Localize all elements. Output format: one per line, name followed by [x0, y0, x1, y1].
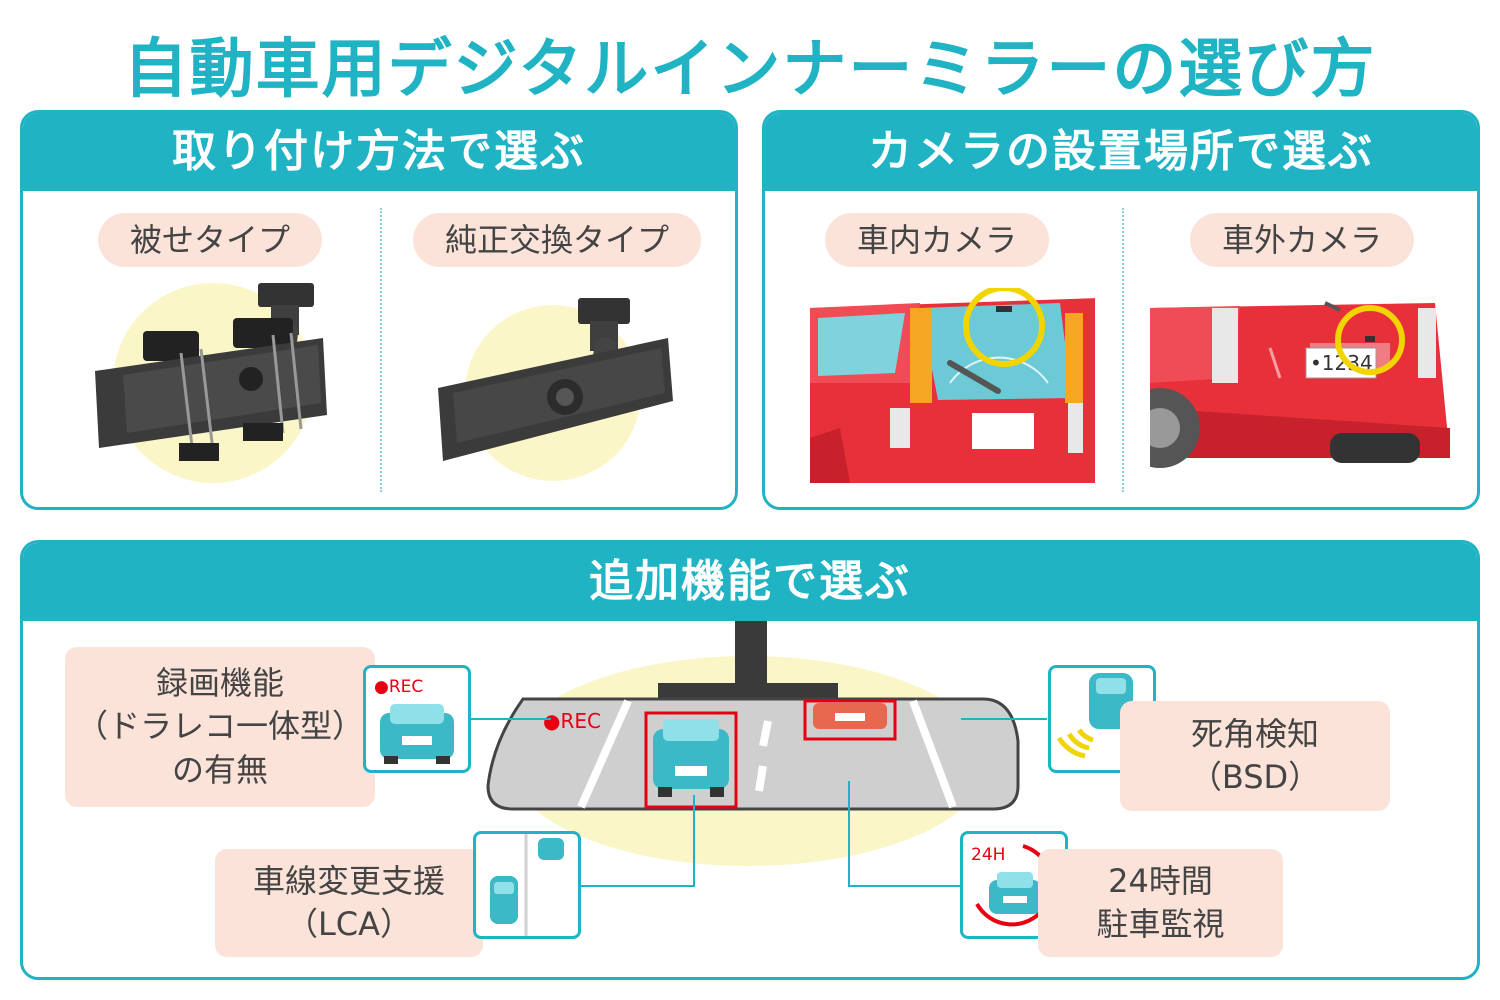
function-text: （LCA）	[285, 905, 413, 943]
page-title: 自動車用デジタルインナーミラーの選び方	[123, 33, 1377, 107]
type-label-overlay: 被せタイプ	[98, 213, 322, 267]
divider	[1122, 208, 1124, 492]
type-label-exterior-camera: 車外カメラ	[1190, 213, 1414, 267]
connector-line	[961, 718, 1047, 720]
function-text: の有無	[171, 750, 268, 789]
function-label-bsd: 死角検知 （BSD）	[1120, 701, 1390, 811]
function-text: （BSD）	[1189, 758, 1321, 796]
rec-indicator: ●REC	[543, 709, 601, 733]
panel-additional-functions: 追加機能で選ぶ ●REC 録画機能 （ドラレコ一体型） の有無 ●REC	[20, 540, 1480, 980]
type-label-interior-camera: 車内カメラ	[825, 213, 1049, 267]
function-label-recorder: 録画機能 （ドラレコ一体型） の有無	[65, 647, 375, 807]
function-label-lca: 車線変更支援 （LCA）	[215, 849, 483, 957]
panel-heading-mounting: 取り付け方法で選ぶ	[23, 113, 735, 191]
replacement-mirror-illustration	[438, 298, 673, 481]
panel-heading-functions: 追加機能で選ぶ	[23, 543, 1477, 621]
connector-line	[471, 718, 551, 720]
connector-line	[581, 885, 695, 887]
exterior-camera-car-illustration: •1234	[1150, 301, 1450, 468]
panel-heading-camera: カメラの設置場所で選ぶ	[765, 113, 1477, 191]
divider	[380, 208, 382, 492]
function-text: 録画機能	[155, 664, 284, 703]
interior-camera-car-illustration	[810, 288, 1095, 483]
function-text: （ドラレコ一体型）	[75, 707, 364, 746]
function-text: 24時間	[1108, 861, 1213, 900]
panel-camera-location: カメラの設置場所で選ぶ 車内カメラ 車外カメラ •1234	[762, 110, 1480, 510]
lane-change-icon	[473, 831, 581, 939]
function-text: 駐車監視	[1096, 905, 1225, 943]
function-label-parking: 24時間 駐車監視	[1038, 849, 1283, 957]
recorder-icon: ●REC	[363, 665, 471, 773]
connector-line	[693, 795, 695, 887]
type-label-replacement: 純正交換タイプ	[413, 213, 701, 267]
h24-icon-text: 24H	[971, 845, 1005, 865]
connector-line	[848, 781, 850, 887]
panel-mounting-method: 取り付け方法で選ぶ 被せタイプ 純正交換タイプ	[20, 110, 738, 510]
digital-mirror-illustration: ●REC	[486, 621, 1020, 866]
connector-line	[848, 885, 960, 887]
function-text: 死角検知	[1190, 714, 1319, 753]
function-text: 車線変更支援	[252, 861, 445, 900]
rec-icon-text: ●REC	[374, 677, 423, 697]
overlay-mirror-illustration	[95, 283, 327, 483]
